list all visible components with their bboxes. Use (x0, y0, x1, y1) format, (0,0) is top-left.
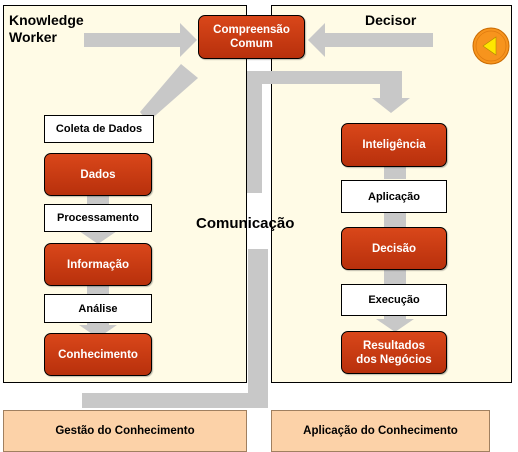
flow-segment (384, 270, 406, 284)
analise-box: Análise (44, 294, 152, 323)
informacao-box: Informação (44, 243, 152, 286)
execucao-box: Execução (341, 284, 447, 316)
decisao-box: Decisão (341, 227, 447, 270)
flow-arrow (376, 316, 414, 332)
conhecimento-box: Conhecimento (44, 333, 152, 376)
arrow-left-to-top (84, 23, 197, 57)
processamento-box: Processamento (44, 204, 152, 232)
back-arrow-icon (472, 27, 510, 65)
comunicacao-label: Comunicação (196, 215, 295, 232)
compreensao-comum-box: Compreensão Comum (198, 15, 305, 59)
arrow-diagonal (140, 64, 198, 122)
arrow-right-to-top (308, 23, 433, 57)
knowledge-worker-title: Knowledge Worker (9, 12, 84, 45)
flow-segment (384, 167, 406, 179)
aplicacao-box: Aplicação (341, 180, 447, 213)
aplicacao-do-conhecimento-box: Aplicação do Conhecimento (271, 410, 490, 452)
flow-arrow (79, 322, 117, 338)
arrow-communication-loop (82, 249, 268, 408)
dados-box: Dados (44, 153, 152, 196)
flow-segment (384, 213, 406, 227)
resultados-dos-negocios-box: Resultados dos Negócios (341, 331, 447, 374)
flow-arrow (79, 228, 117, 244)
gestao-do-conhecimento-box: Gestão do Conhecimento (3, 410, 247, 452)
coleta-de-dados-box: Coleta de Dados (44, 115, 154, 143)
decisor-title: Decisor (365, 12, 417, 28)
arrow-communication-top (247, 71, 410, 193)
inteligencia-box: Inteligência (341, 123, 447, 167)
back-button[interactable] (471, 26, 511, 66)
